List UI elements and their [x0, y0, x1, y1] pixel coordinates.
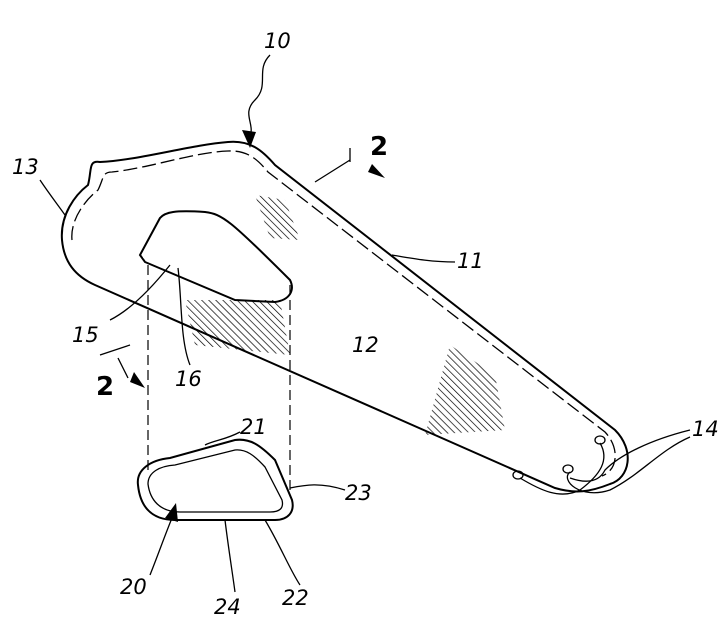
label-24: 24: [214, 595, 241, 619]
label-21: 21: [240, 415, 267, 439]
label-22: 22: [282, 586, 309, 610]
label-12: 12: [352, 333, 379, 357]
label-11: 11: [457, 249, 484, 273]
label-14: 14: [692, 417, 719, 441]
label-13: 13: [12, 155, 39, 179]
leader-lines: [39, 54, 691, 593]
label-15: 15: [72, 323, 99, 347]
label-20: 20: [120, 575, 147, 599]
section-label-bottom: 2: [96, 372, 114, 402]
label-16: 16: [175, 367, 202, 391]
label-10: 10: [264, 29, 291, 53]
label-23: 23: [345, 481, 372, 505]
insole-body: [60, 140, 629, 493]
pad-insert: [136, 438, 294, 521]
section-label-top: 2: [370, 132, 388, 162]
